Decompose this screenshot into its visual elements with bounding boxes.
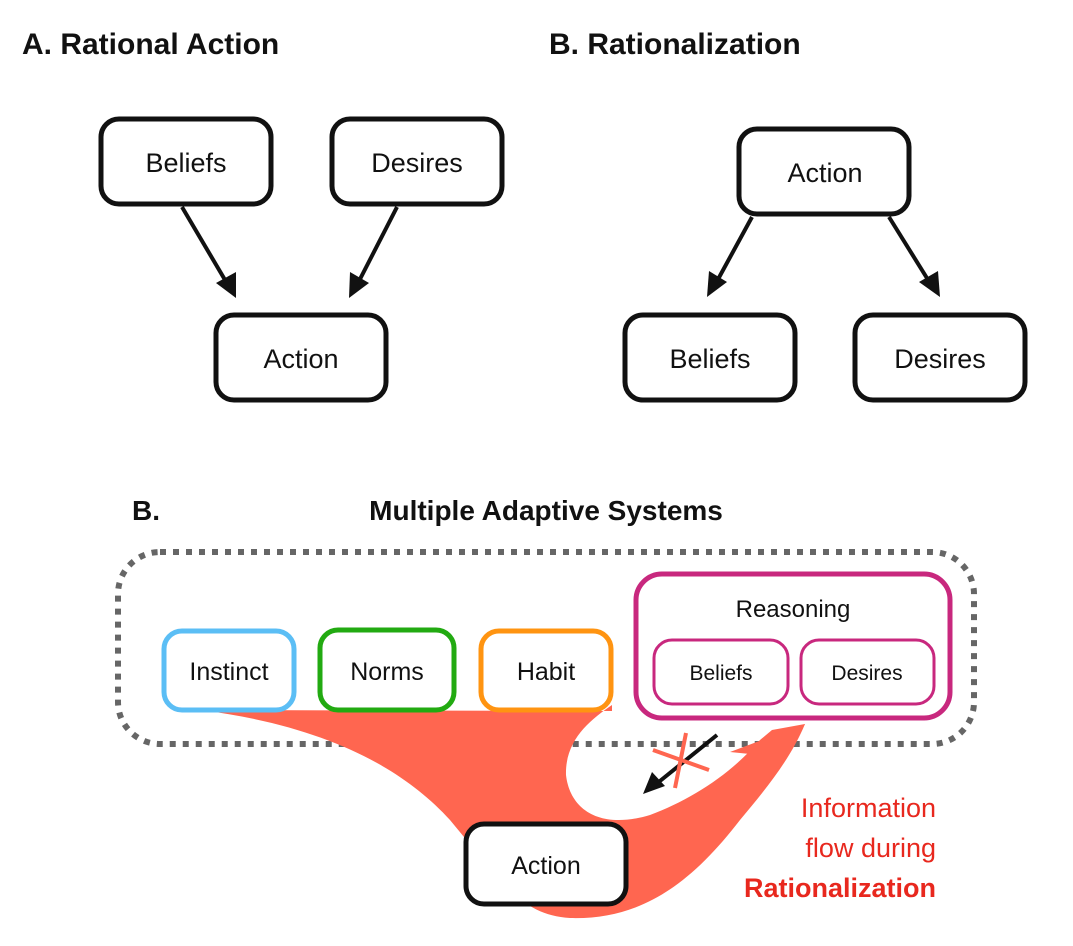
arrow-a-beliefs-to-action (180, 205, 230, 287)
note-line-3: Rationalization (744, 873, 936, 903)
node-b-beliefs-label: Beliefs (669, 344, 750, 374)
reasoning-desires-box (799, 638, 936, 706)
system-norms-box (317, 627, 457, 713)
note-line-2: flow during (805, 833, 936, 863)
blocked-arrow (643, 732, 719, 794)
node-a-action-label: Action (263, 344, 338, 374)
arrow-b-desires-head (919, 271, 940, 297)
system-instinct: Instinct (161, 628, 297, 713)
node-b-beliefs: Beliefs (622, 312, 798, 403)
system-norms: Norms (317, 627, 457, 713)
system-norms-label: Norms (350, 658, 424, 686)
system-habit-label: Habit (517, 658, 575, 686)
node-a-desires-label: Desires (371, 148, 463, 178)
system-reasoning: Reasoning Beliefs Desires (633, 571, 953, 721)
node-a-beliefs: Beliefs (98, 116, 274, 207)
arrow-b-action-to-desires (887, 215, 932, 285)
reasoning-desires-label: Desires (831, 662, 902, 685)
arrow-b-beliefs-head (707, 271, 727, 297)
blocked-arrow-head (643, 772, 665, 794)
node-a-desires: Desires (329, 116, 505, 207)
system-habit: Habit (478, 628, 614, 713)
reasoning-label: Reasoning (736, 596, 851, 623)
panel-rationalization: B. Rationalization Action Beliefs Desire… (549, 28, 1028, 403)
arrow-b-action-to-beliefs (714, 216, 754, 284)
panel-c-title: Multiple Adaptive Systems (369, 495, 723, 526)
arrow-a-desires-to-action (355, 206, 399, 286)
cross-mark-stroke-2 (652, 748, 710, 772)
rationalization-note: Information flow during Rationalization (744, 793, 936, 903)
node-b-desires-label: Desires (894, 344, 986, 374)
adaptive-systems-container (115, 549, 977, 747)
panel-b-title: B. Rationalization (549, 28, 801, 61)
node-c-action-box (463, 821, 629, 907)
panel-c-label: B. (132, 495, 160, 526)
panel-rational-action: A. Rational Action Beliefs Desires Actio… (22, 28, 505, 403)
arrow-a-beliefs-head (216, 272, 236, 298)
note-line-1: Information (801, 793, 936, 823)
reasoning-beliefs-label: Beliefs (689, 662, 752, 685)
node-b-action-label: Action (787, 158, 862, 188)
arrow-a-desires-head (349, 272, 369, 298)
panel-a-title: A. Rational Action (22, 28, 279, 61)
system-habit-box (478, 628, 614, 713)
node-b-action: Action (736, 126, 912, 217)
panel-multiple-adaptive-systems: B. Multiple Adaptive Systems Instinct No… (115, 495, 977, 919)
system-instinct-label: Instinct (189, 658, 268, 686)
node-c-action: Action (463, 821, 629, 907)
system-instinct-box (161, 628, 297, 713)
node-a-beliefs-label: Beliefs (145, 148, 226, 178)
node-a-action: Action (213, 312, 389, 403)
information-flow-shape (200, 705, 805, 919)
information-flow-arrowhead (730, 724, 805, 790)
reasoning-beliefs-box (652, 638, 790, 706)
node-b-desires: Desires (852, 312, 1028, 403)
node-c-action-label: Action (511, 852, 580, 880)
